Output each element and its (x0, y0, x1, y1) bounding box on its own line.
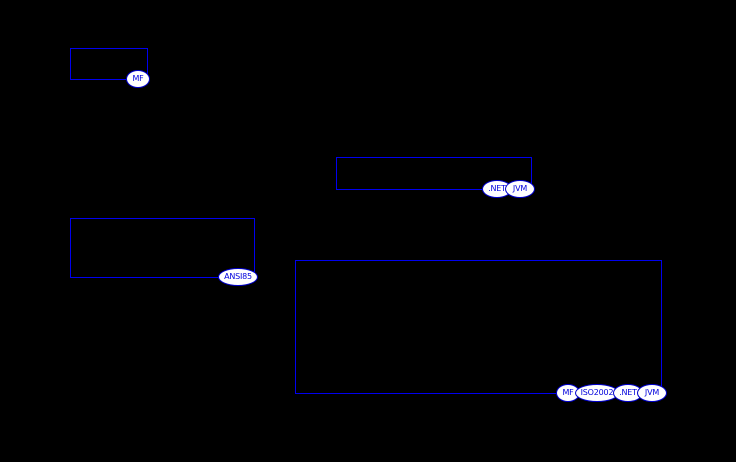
bar-label-badge: MF (556, 384, 580, 402)
bar-label-badge: JVM (505, 180, 535, 198)
bar-label-badge: .NET (482, 180, 512, 198)
timeline-bar (70, 48, 148, 80)
bar-label-badge: JVM (637, 384, 667, 402)
bar-label-badge: ANSI85 (218, 268, 258, 286)
timeline-bar (336, 157, 532, 190)
timeline-bar (295, 260, 662, 394)
timeline-bar (70, 218, 255, 278)
bar-label-badge: MF (126, 70, 150, 88)
